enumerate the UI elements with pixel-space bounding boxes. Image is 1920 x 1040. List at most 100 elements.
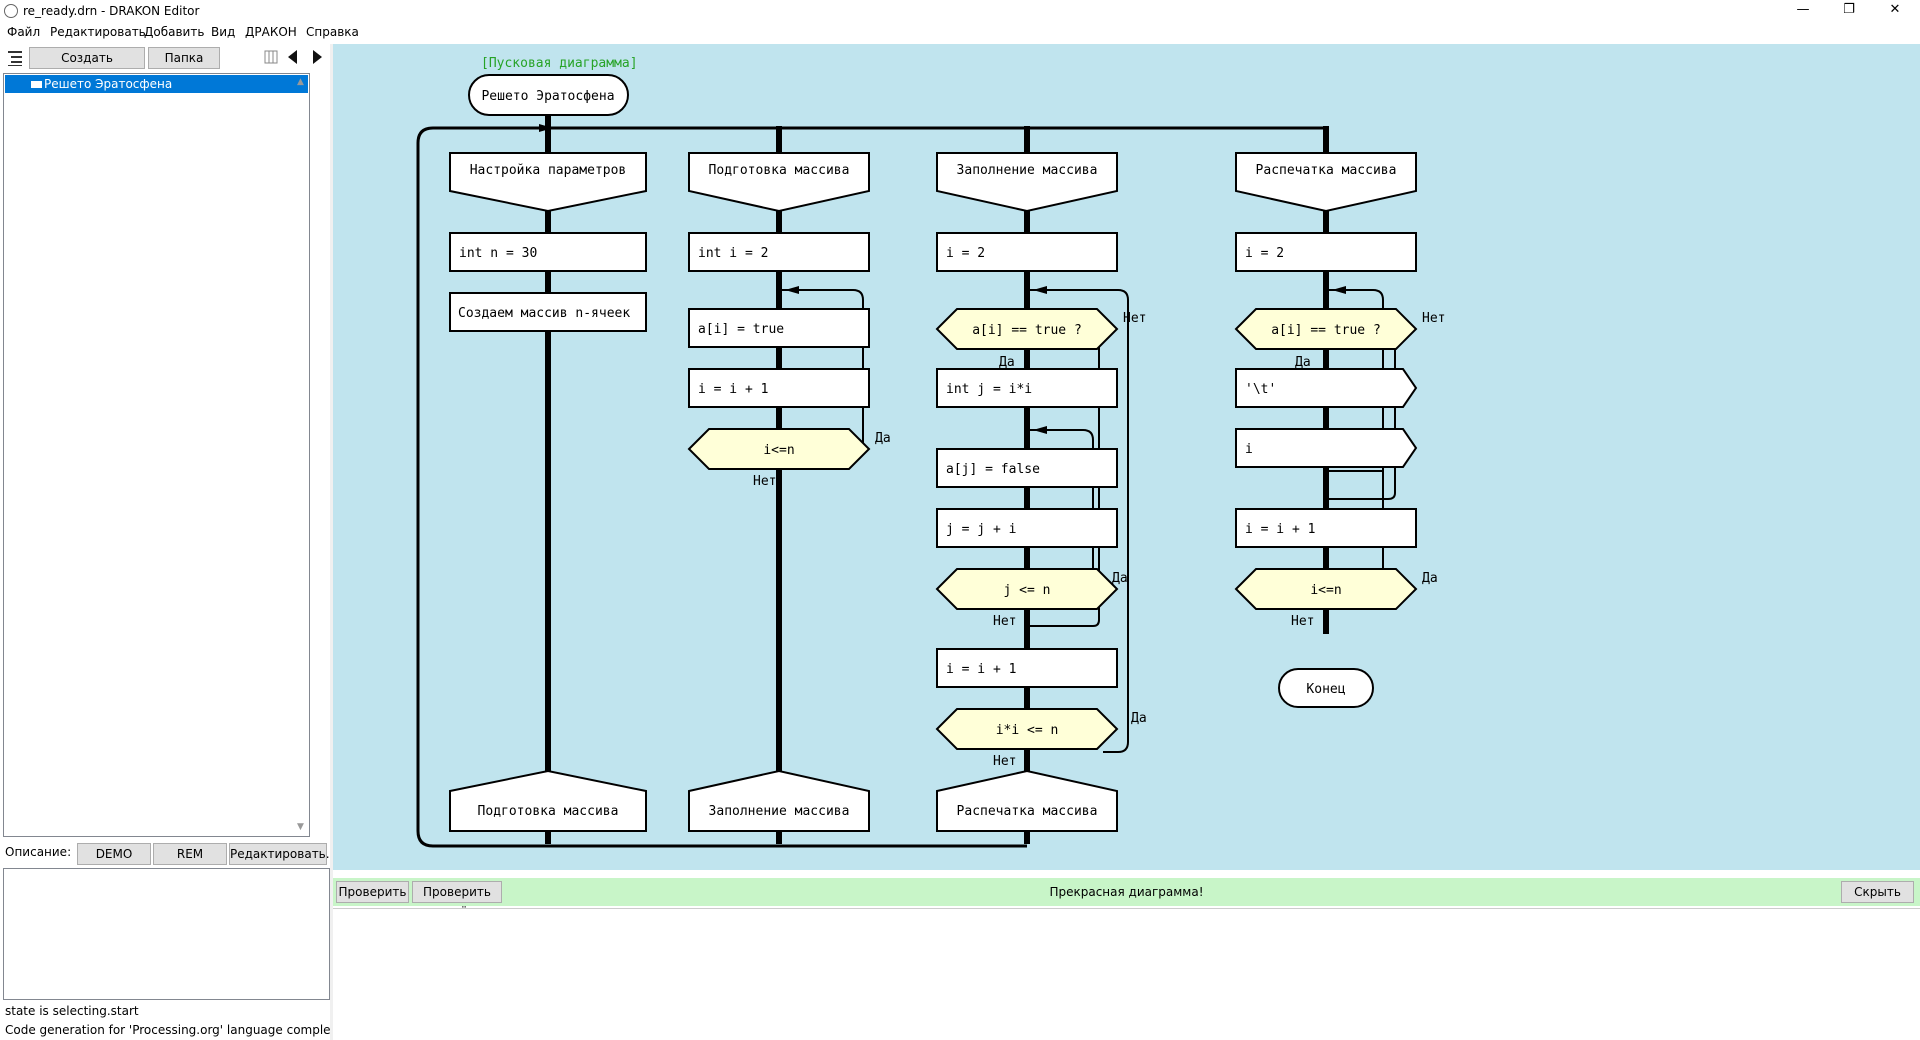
menu-drakon[interactable]: ДРАКОН <box>245 25 297 39</box>
tree-toggle-icon[interactable] <box>7 49 25 67</box>
diagram-tree[interactable]: Решето Эратосфена ▲ ▼ <box>3 73 310 837</box>
tree-item-label: Решето Эратосфена <box>44 77 173 91</box>
svg-text:i = i + 1: i = i + 1 <box>1245 522 1315 537</box>
action-node[interactable]: a[j] = false <box>936 448 1118 488</box>
no-label: Нет <box>993 614 1016 629</box>
condition-node[interactable]: i<=n <box>687 428 871 470</box>
svg-text:Распечатка массива: Распечатка массива <box>1256 163 1397 178</box>
output-node[interactable]: '\t' <box>1235 368 1418 408</box>
svg-text:a[i] == true ?: a[i] == true ? <box>1271 323 1381 338</box>
drakon-diagram[interactable]: [Пусковая диаграмма] Решето Эратосфена Н… <box>333 44 1920 870</box>
action-node[interactable]: i = 2 <box>936 232 1118 272</box>
demo-button[interactable]: DEMO <box>77 843 151 865</box>
tree-item[interactable]: Решето Эратосфена <box>5 75 308 93</box>
no-label: Нет <box>993 754 1016 769</box>
left-toolbar: Создать диаграмму Папка <box>0 44 330 85</box>
diagram-header: [Пусковая диаграмма] <box>481 56 638 71</box>
edit-description-button[interactable]: Редактировать... <box>229 843 337 865</box>
state-status: state is selecting.start <box>5 1004 139 1018</box>
action-node[interactable]: int n = 30 <box>449 232 647 272</box>
menu-edit[interactable]: Редактировать <box>50 25 146 39</box>
svg-text:Конец: Конец <box>1306 682 1345 697</box>
menu-add[interactable]: Добавить <box>144 25 205 39</box>
condition-node[interactable]: a[i] == true ? <box>935 308 1119 350</box>
svg-text:Решето Эратосфена: Решето Эратосфена <box>481 89 614 104</box>
svg-text:i: i <box>1245 442 1253 457</box>
condition-node[interactable]: i*i <= n <box>935 708 1119 750</box>
folder-button[interactable]: Папка <box>148 47 220 69</box>
arrow-left-icon[interactable] <box>287 49 299 65</box>
close-button[interactable]: ✕ <box>1889 2 1901 17</box>
action-node[interactable]: int i = 2 <box>688 232 870 272</box>
menu-file[interactable]: Файл <box>7 25 41 39</box>
svg-text:Создаем массив n-ячеек: Создаем массив n-ячеек <box>458 306 630 321</box>
branch-end-node[interactable]: Распечатка массива <box>936 769 1118 832</box>
action-node[interactable]: int j = i*i <box>936 368 1118 408</box>
diagram-icon <box>31 81 42 88</box>
action-node[interactable]: a[i] = true <box>688 308 870 348</box>
codegen-status: Code generation for 'Processing.org' lan… <box>5 1023 347 1037</box>
arrow-right-icon[interactable] <box>311 49 323 65</box>
branch-header[interactable]: Подготовка массива <box>688 152 870 213</box>
svg-text:i = 2: i = 2 <box>1245 246 1284 261</box>
condition-node[interactable]: i<=n <box>1234 568 1418 610</box>
app-icon <box>4 4 18 18</box>
svg-text:j = j + i: j = j + i <box>946 522 1016 537</box>
action-node[interactable]: i = i + 1 <box>688 368 870 408</box>
svg-text:Подготовка массива: Подготовка массива <box>709 163 850 178</box>
window-title: re_ready.drn - DRAKON Editor <box>23 4 200 18</box>
svg-text:i = i + 1: i = i + 1 <box>698 382 768 397</box>
branch-header[interactable]: Настройка параметров <box>449 152 647 213</box>
check-button[interactable]: Проверить <box>336 881 409 903</box>
yes-label: Да <box>999 355 1015 370</box>
svg-text:int j = i*i: int j = i*i <box>946 382 1032 397</box>
svg-text:a[j] = false: a[j] = false <box>946 462 1040 477</box>
menu-help[interactable]: Справка <box>306 25 359 39</box>
svg-text:i = i + 1: i = i + 1 <box>946 662 1016 677</box>
svg-text:i<=n: i<=n <box>1310 583 1341 598</box>
panel-splitter[interactable] <box>330 44 333 1040</box>
end-node[interactable]: Конец <box>1278 668 1374 708</box>
rem-button[interactable]: REM <box>153 843 227 865</box>
description-box[interactable] <box>3 868 330 1000</box>
branch-header[interactable]: Заполнение массива <box>936 152 1118 213</box>
no-label: Нет <box>753 474 776 489</box>
no-label: Нет <box>1291 614 1314 629</box>
svg-text:j <= n: j <= n <box>1004 583 1051 598</box>
svg-text:'\t': '\t' <box>1245 382 1276 397</box>
branch-end-node[interactable]: Подготовка массива <box>449 769 647 832</box>
action-node[interactable]: i = i + 1 <box>936 648 1118 688</box>
branch-end-node[interactable]: Заполнение массива <box>688 769 870 832</box>
hide-button[interactable]: Скрыть <box>1841 881 1914 903</box>
maximize-button[interactable]: ❐ <box>1843 2 1855 17</box>
svg-text:Заполнение массива: Заполнение массива <box>957 163 1098 178</box>
scroll-down-arrow[interactable]: ▼ <box>297 822 304 832</box>
output-node[interactable]: i <box>1235 428 1418 468</box>
condition-node[interactable]: a[i] == true ? <box>1234 308 1418 350</box>
action-node[interactable]: i = i + 1 <box>1235 508 1417 548</box>
branch-header[interactable]: Распечатка массива <box>1235 152 1417 213</box>
svg-text:int n = 30: int n = 30 <box>459 246 537 261</box>
no-label: Нет <box>1123 311 1146 326</box>
grid-icon[interactable] <box>264 50 278 64</box>
svg-text:Настройка параметров: Настройка параметров <box>470 163 627 178</box>
svg-text:int i = 2: int i = 2 <box>698 246 768 261</box>
action-node[interactable]: j = j + i <box>936 508 1118 548</box>
action-node[interactable]: Создаем массив n-ячеек <box>449 292 647 332</box>
minimize-button[interactable]: — <box>1796 2 1810 17</box>
svg-text:a[i] = true: a[i] = true <box>698 322 784 337</box>
create-diagram-button[interactable]: Создать диаграмму <box>29 47 145 85</box>
menu-view[interactable]: Вид <box>211 25 236 39</box>
diagram-canvas[interactable]: [Пусковая диаграмма] Решето Эратосфена Н… <box>333 44 1920 870</box>
check-all-button[interactable]: Проверить всё <box>412 881 502 919</box>
action-node[interactable]: i = 2 <box>1235 232 1417 272</box>
output-panel[interactable] <box>333 908 1920 1040</box>
svg-text:i<=n: i<=n <box>763 443 794 458</box>
description-row: Описание: DEMO REM Редактировать... <box>0 840 337 865</box>
svg-text:a[i] == true ?: a[i] == true ? <box>972 323 1082 338</box>
title-node[interactable]: Решето Эратосфена <box>468 74 629 116</box>
description-label: Описание: <box>5 845 72 859</box>
scroll-up-arrow[interactable]: ▲ <box>297 77 304 87</box>
condition-node[interactable]: j <= n <box>935 568 1119 610</box>
no-label: Нет <box>1422 311 1445 326</box>
